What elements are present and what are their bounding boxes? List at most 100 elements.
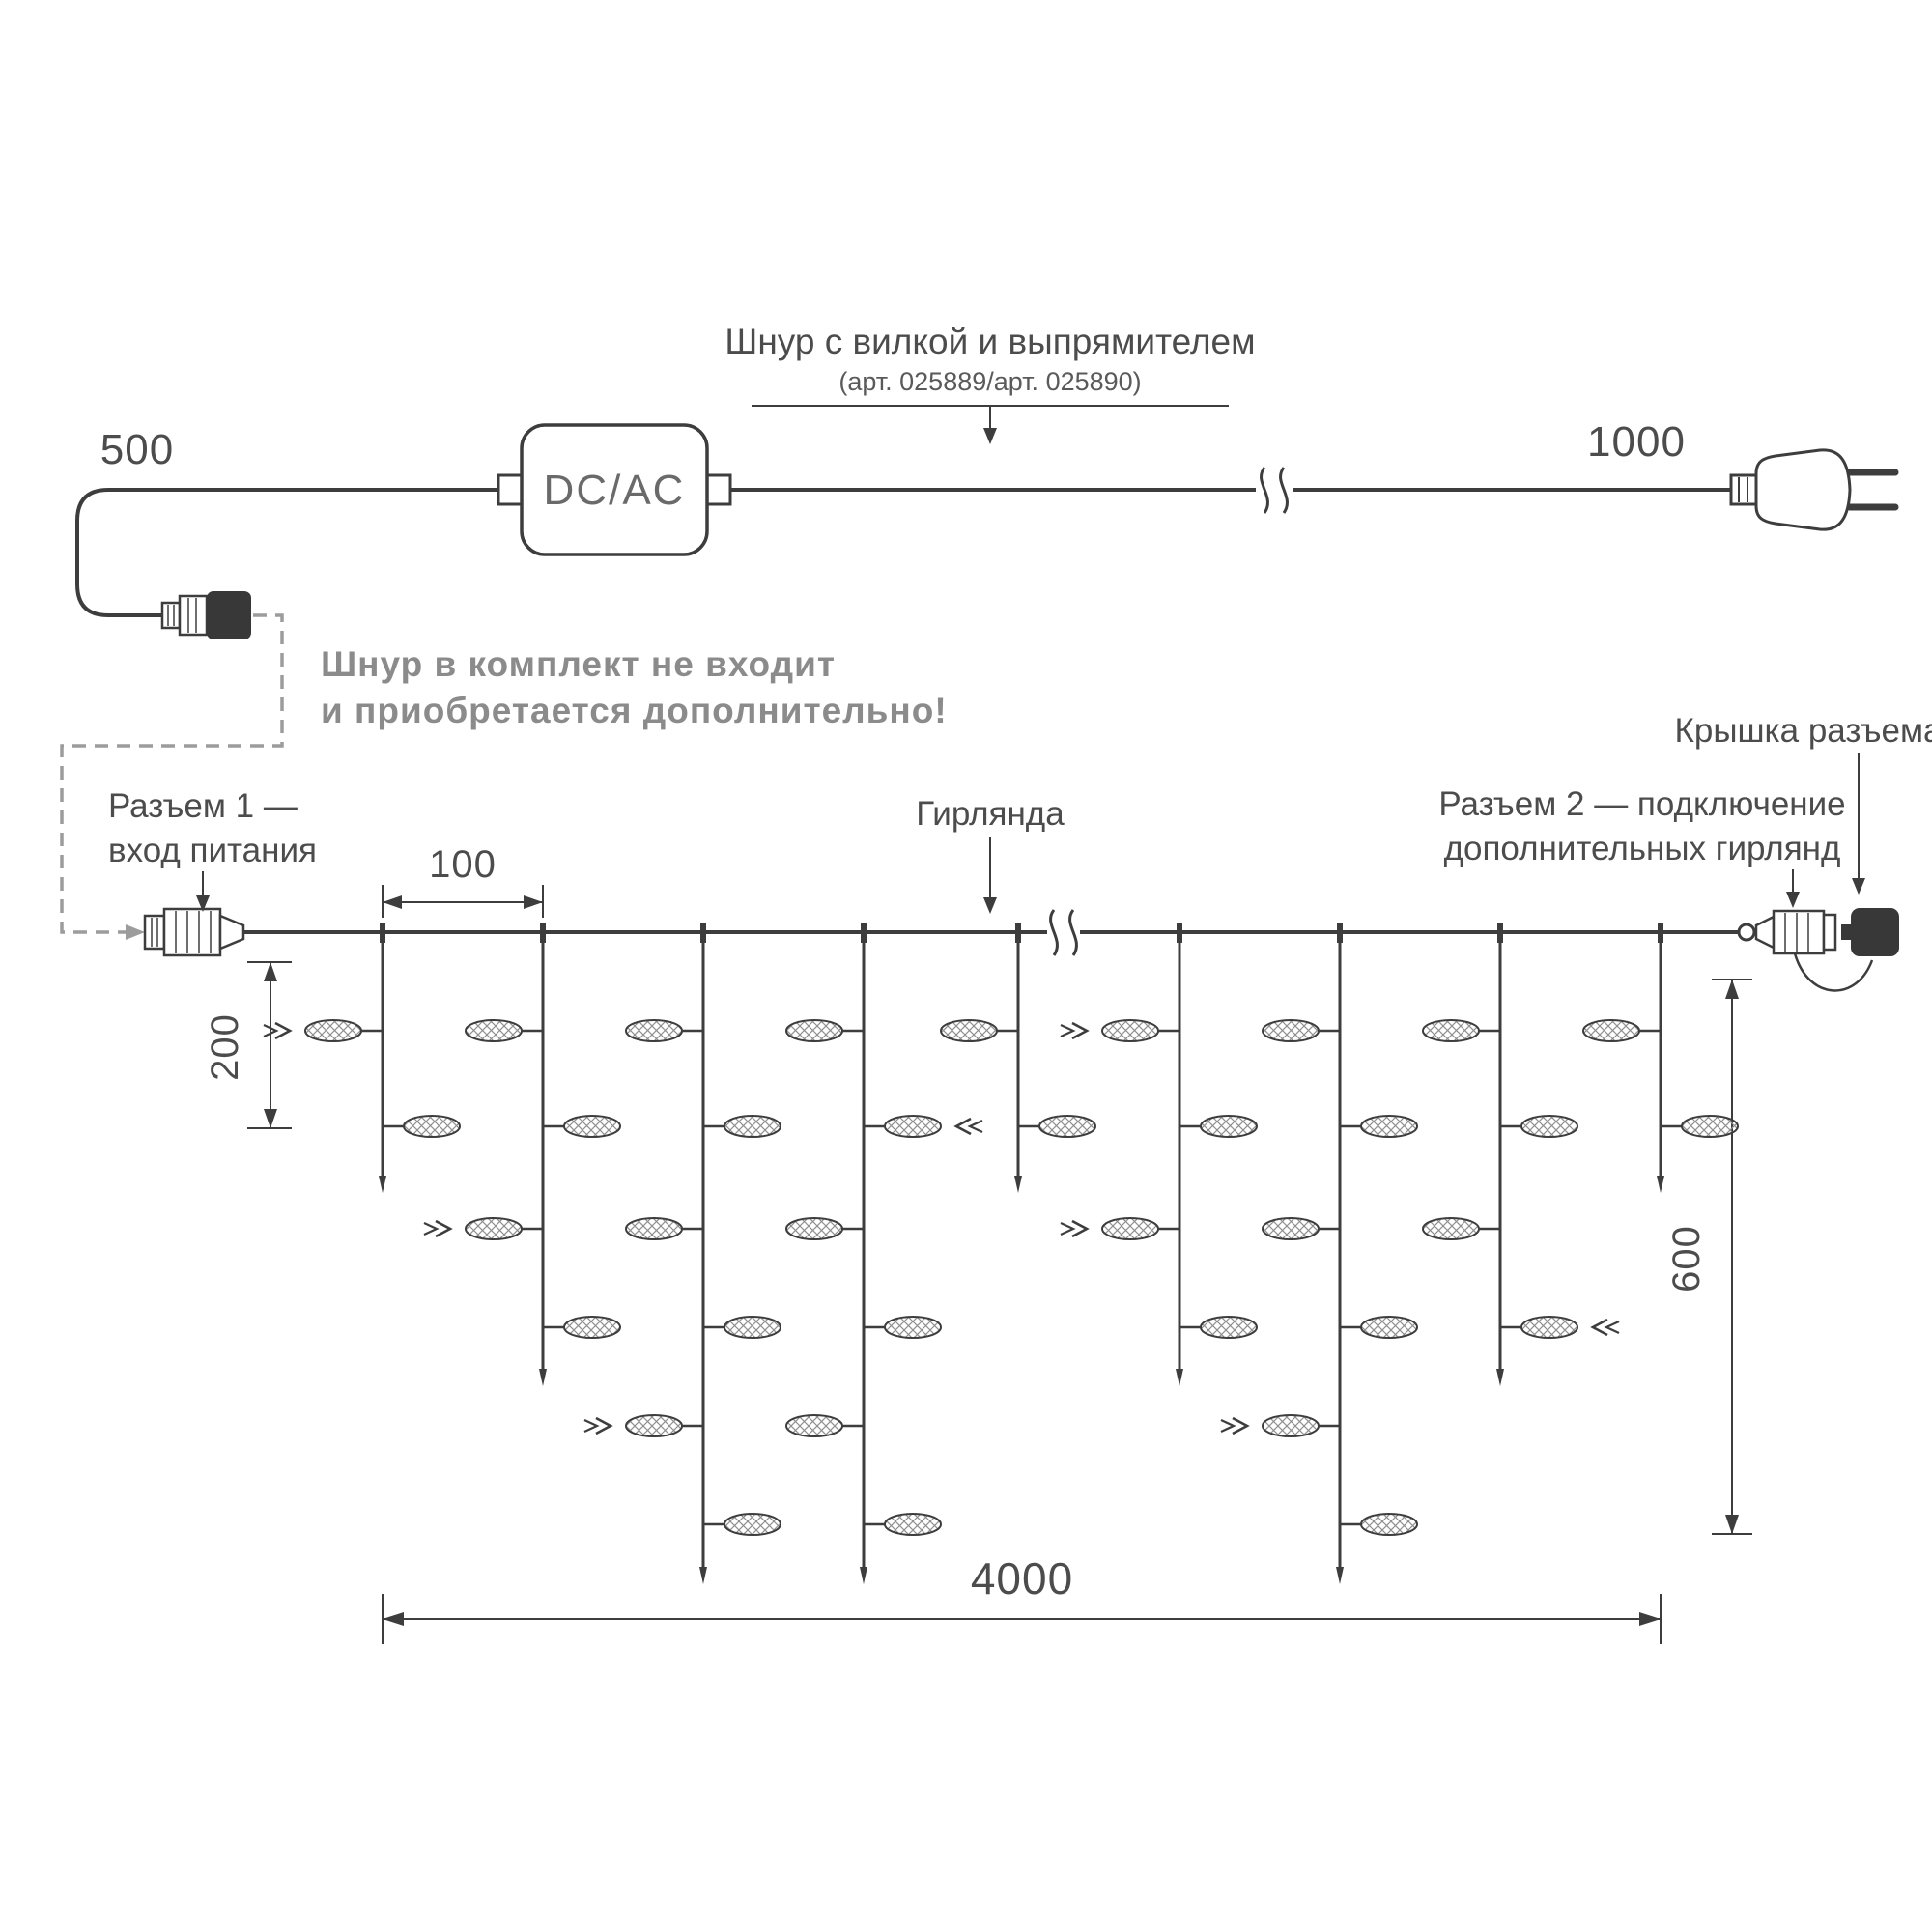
dashed-connection-path — [60, 613, 284, 934]
mains-plug — [1729, 448, 1899, 531]
led-bulb — [563, 1115, 621, 1138]
note-line2: и приобретается дополнительно! — [321, 691, 948, 730]
led-bulb — [1262, 1414, 1320, 1437]
led-bulb — [403, 1115, 461, 1138]
dim-4000: 4000 — [382, 1553, 1662, 1644]
led-bulb — [625, 1414, 683, 1437]
cord-title: Шнур с вилкой и выпрямителем — [724, 322, 1255, 361]
led-bulb — [940, 1019, 998, 1042]
connector2-label-line1: Разъем 2 — подключение — [1438, 785, 1845, 823]
led-bulb — [465, 1217, 523, 1240]
garland-break-mark — [1049, 909, 1059, 956]
direction-chevron — [274, 1021, 293, 1040]
drop-tip — [539, 1369, 547, 1386]
garland-arrowhead — [983, 897, 997, 914]
length-1000-label: 1000 — [1587, 418, 1686, 466]
cable-gland-left — [497, 473, 526, 506]
led-bulb — [1101, 1217, 1159, 1240]
connector-socket-dark — [207, 591, 251, 639]
led-bulb — [1262, 1217, 1320, 1240]
garland-section: Разъем 1 — вход питания Гирлянда Разъем … — [108, 712, 1932, 1644]
dim-arrowhead — [1725, 980, 1739, 999]
garland-break-mark — [1068, 909, 1078, 956]
connector-ridge-block — [160, 601, 182, 630]
cord-output-connector — [160, 591, 251, 639]
cable-gland-right — [703, 473, 732, 506]
garland-label-group: Гирлянда — [916, 795, 1065, 914]
dim-200-value: 200 — [204, 1013, 246, 1081]
led-bulb — [785, 1217, 843, 1240]
plug-body — [1754, 448, 1852, 531]
connector-cap — [1851, 908, 1899, 956]
led-bulb — [563, 1316, 621, 1339]
dcac-label: DC/AC — [544, 467, 686, 514]
dim-100: 100 — [382, 843, 544, 918]
led-bulb — [304, 1019, 362, 1042]
direction-chevron — [1071, 1219, 1090, 1238]
direction-chevron — [1060, 1222, 1076, 1236]
dim-arrowhead — [264, 962, 277, 981]
dim-arrowhead — [524, 895, 543, 909]
drop-tip — [1657, 1176, 1664, 1193]
led-bulb — [1262, 1019, 1320, 1042]
drop-tip — [699, 1567, 707, 1584]
led-bulb — [465, 1019, 523, 1042]
connector2-rim — [1822, 913, 1837, 952]
dim-arrowhead — [264, 1109, 277, 1128]
drops-layer — [263, 923, 1739, 1584]
led-bulb — [1681, 1115, 1739, 1138]
cord-label-group: Шнур с вилкой и выпрямителем (арт. 02588… — [724, 322, 1256, 444]
connector2 — [1737, 908, 1899, 992]
led-bulb — [1422, 1217, 1480, 1240]
cap-arrowhead — [1852, 878, 1865, 895]
length-500-label: 500 — [100, 426, 174, 473]
drop-tip — [379, 1176, 386, 1193]
led-bulb — [1200, 1316, 1258, 1339]
led-bulb — [1360, 1513, 1418, 1536]
dim-arrowhead — [383, 1612, 404, 1626]
direction-chevron — [1604, 1321, 1620, 1334]
direction-chevron — [1060, 1024, 1076, 1037]
cord-left-segment — [75, 488, 522, 617]
dim-arrowhead — [1639, 1612, 1661, 1626]
garland-label: Гирлянда — [916, 795, 1065, 833]
direction-chevron — [1232, 1416, 1250, 1435]
drop-tip — [1336, 1567, 1344, 1584]
dashed-path-arrowhead — [126, 924, 145, 940]
direction-chevron — [1220, 1419, 1236, 1433]
led-bulb — [785, 1414, 843, 1437]
connector1-cap — [143, 914, 166, 951]
dim-600-value: 600 — [1665, 1225, 1708, 1293]
cord-break-mark — [1279, 467, 1289, 514]
connector2-label-line2: дополнительных гирлянд — [1444, 830, 1841, 867]
direction-chevron — [967, 1120, 983, 1133]
direction-chevron — [595, 1416, 613, 1435]
connector2-taper — [1754, 914, 1776, 951]
led-bulb — [1200, 1115, 1258, 1138]
dim-100-value: 100 — [429, 843, 497, 886]
direction-chevron — [583, 1419, 600, 1433]
dim-600: 600 — [1665, 979, 1752, 1535]
drop-tip — [860, 1567, 867, 1584]
led-bulb — [1520, 1316, 1578, 1339]
connector1-arrowhead — [196, 895, 210, 912]
connector2-barrel — [1772, 909, 1826, 955]
led-bulb — [1038, 1115, 1096, 1138]
cap-leash — [1793, 952, 1874, 992]
led-bulb — [625, 1217, 683, 1240]
direction-chevron — [423, 1222, 440, 1236]
dim-200: 200 — [204, 961, 292, 1129]
led-bulb — [724, 1115, 781, 1138]
plug-collar — [1729, 473, 1758, 506]
direction-chevron — [435, 1219, 453, 1238]
note-line1: Шнур в комплект не входит — [321, 644, 836, 684]
led-bulb — [1101, 1019, 1159, 1042]
dim-4000-value: 4000 — [971, 1553, 1073, 1604]
led-bulb — [884, 1513, 942, 1536]
led-bulb — [1360, 1115, 1418, 1138]
hanging-loop — [1737, 923, 1756, 942]
direction-chevron — [1590, 1318, 1608, 1337]
power-cord-section: 500 DC/AC 1000 — [60, 322, 1899, 940]
drop-tip — [1014, 1176, 1022, 1193]
